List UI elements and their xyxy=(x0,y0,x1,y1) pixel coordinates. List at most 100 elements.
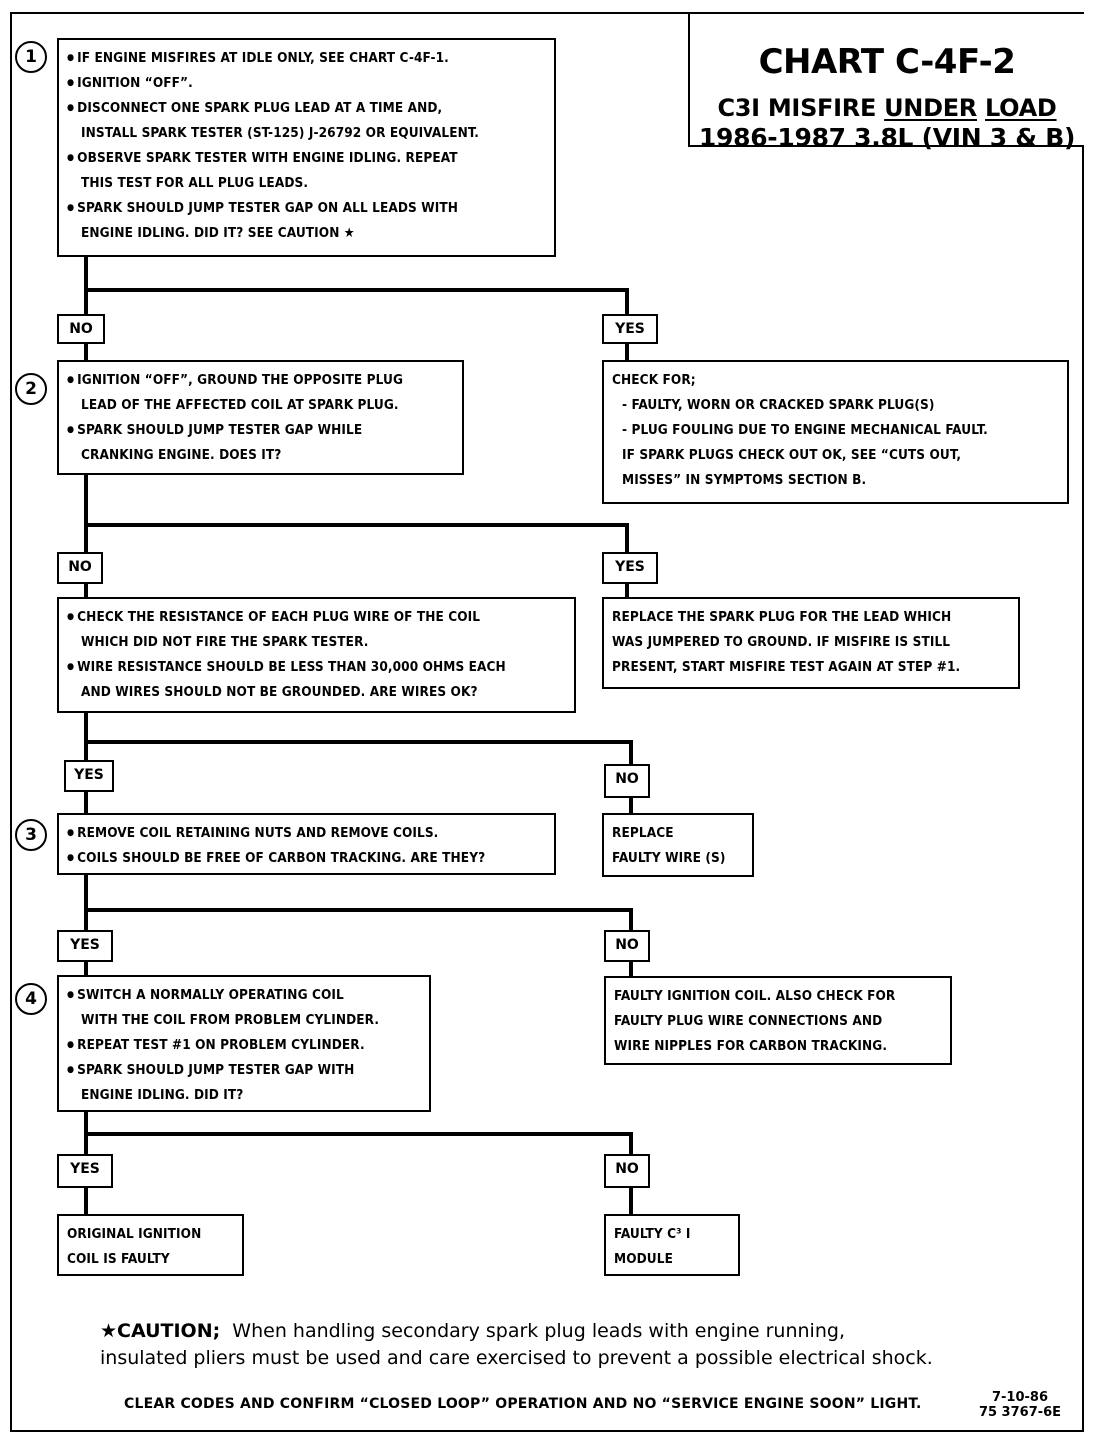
instruction-line: FAULTY WIRE (S) xyxy=(612,850,726,866)
instruction-line: PRESENT, START MISFIRE TEST AGAIN AT STE… xyxy=(612,659,961,675)
instruction-line: WITH THE COIL FROM PROBLEM CYLINDER. xyxy=(81,1012,380,1028)
connector-line xyxy=(625,523,629,552)
check-item: MISSES” IN SYMPTOMS SECTION B. xyxy=(622,472,867,488)
instruction-line: OBSERVE SPARK TESTER WITH ENGINE IDLING.… xyxy=(67,146,546,171)
connector-line xyxy=(84,1132,633,1136)
instruction-line: COILS SHOULD BE FREE OF CARBON TRACKING.… xyxy=(67,846,546,871)
answer-yes-tag: YES xyxy=(57,1154,113,1188)
answer-no-tag: NO xyxy=(604,1154,650,1188)
step-2-marker: 2 xyxy=(15,373,47,405)
instruction-line: FAULTY C³ I xyxy=(614,1226,691,1242)
connector-line xyxy=(84,1186,88,1216)
answer-yes-tag: YES xyxy=(602,552,658,584)
answer-yes-tag: YES xyxy=(57,930,113,962)
connector-line xyxy=(625,288,629,316)
step-1-instructions: IF ENGINE MISFIRES AT IDLE ONLY, SEE CHA… xyxy=(57,38,556,257)
instruction-line: COIL IS FAULTY xyxy=(67,1251,170,1267)
connector-line xyxy=(84,790,88,814)
connector-line xyxy=(625,342,629,362)
instruction-line: SWITCH A NORMALLY OPERATING COIL xyxy=(67,983,421,1008)
document-date: 7-10-86 xyxy=(991,1390,1049,1405)
instruction-line: THIS TEST FOR ALL PLUG LEADS. xyxy=(81,175,309,191)
step-4-instructions: SWITCH A NORMALLY OPERATING COIL WITH TH… xyxy=(57,975,431,1112)
instruction-line: REPEAT TEST #1 ON PROBLEM CYLINDER. xyxy=(67,1033,421,1058)
caution-note: ★CAUTION; When handling secondary spark … xyxy=(100,1318,960,1372)
instruction-line: FAULTY IGNITION COIL. ALSO CHECK FOR xyxy=(614,988,896,1004)
instruction-line: IGNITION “OFF”, GROUND THE OPPOSITE PLUG xyxy=(67,368,454,393)
subtitle-load: LOAD xyxy=(985,94,1057,122)
document-number: 75 3767-6E xyxy=(978,1405,1062,1420)
instruction-line: REPLACE THE SPARK PLUG FOR THE LEAD WHIC… xyxy=(612,609,952,625)
connector-line xyxy=(84,474,88,552)
instruction-line: WAS JUMPERED TO GROUND. IF MISFIRE IS ST… xyxy=(612,634,951,650)
page-frame xyxy=(10,12,1084,1432)
replace-spark-plug-box: REPLACE THE SPARK PLUG FOR THE LEAD WHIC… xyxy=(602,597,1020,689)
connector-line xyxy=(84,523,629,527)
connector-line xyxy=(629,1186,633,1216)
instruction-line: REMOVE COIL RETAINING NUTS AND REMOVE CO… xyxy=(67,821,546,846)
instruction-line: LEAD OF THE AFFECTED COIL AT SPARK PLUG. xyxy=(81,397,399,413)
check-for-heading: CHECK FOR; xyxy=(612,372,696,388)
subtitle-under: UNDER xyxy=(884,94,977,122)
chart-title-block: CHART C-4F-2 C3I MISFIRE UNDER LOAD 1986… xyxy=(688,14,1084,152)
instruction-line: DISCONNECT ONE SPARK PLUG LEAD AT A TIME… xyxy=(67,96,546,121)
connector-line xyxy=(84,342,88,362)
step-3-marker: 3 xyxy=(15,819,47,851)
answer-yes-tag: YES xyxy=(602,314,658,344)
instruction-line: SPARK SHOULD JUMP TESTER GAP ON ALL LEAD… xyxy=(67,196,546,221)
document-code: 7-10-86 75 3767-6E xyxy=(965,1390,1075,1420)
connector-line xyxy=(84,256,88,316)
instruction-line: SPARK SHOULD JUMP TESTER GAP WHILE xyxy=(67,418,454,443)
step-2-instructions: IGNITION “OFF”, GROUND THE OPPOSITE PLUG… xyxy=(57,360,464,475)
instruction-line: CHECK THE RESISTANCE OF EACH PLUG WIRE O… xyxy=(67,605,566,630)
chart-year-engine: 1986-1987 3.8L (VIN 3 & B) xyxy=(698,123,1076,152)
step-4-marker: 4 xyxy=(15,983,47,1015)
original-coil-faulty-box: ORIGINAL IGNITION COIL IS FAULTY xyxy=(57,1214,244,1276)
instruction-line: WIRE NIPPLES FOR CARBON TRACKING. xyxy=(614,1038,888,1054)
faulty-c3i-module-box: FAULTY C³ I MODULE xyxy=(604,1214,740,1276)
check-item: - FAULTY, WORN OR CRACKED SPARK PLUG(S) xyxy=(622,397,935,413)
wire-resistance-check-box: CHECK THE RESISTANCE OF EACH PLUG WIRE O… xyxy=(57,597,576,713)
chart-title: CHART C-4F-2 xyxy=(758,42,1016,82)
connector-line xyxy=(629,908,633,932)
connector-line xyxy=(625,582,629,598)
check-item: - PLUG FOULING DUE TO ENGINE MECHANICAL … xyxy=(622,422,988,438)
connector-line xyxy=(629,1132,633,1154)
connector-line xyxy=(629,960,633,978)
instruction-line: INSTALL SPARK TESTER (ST-125) J-26792 OR… xyxy=(81,125,479,141)
connector-line xyxy=(84,582,88,598)
footer-instruction: CLEAR CODES AND CONFIRM “CLOSED LOOP” OP… xyxy=(124,1396,922,1412)
answer-no-tag: NO xyxy=(604,930,650,962)
instruction-line: IF ENGINE MISFIRES AT IDLE ONLY, SEE CHA… xyxy=(67,46,546,71)
connector-line xyxy=(629,796,633,814)
answer-yes-tag: YES xyxy=(64,760,114,792)
instruction-line: AND WIRES SHOULD NOT BE GROUNDED. ARE WI… xyxy=(81,684,478,700)
answer-no-tag: NO xyxy=(57,314,105,344)
instruction-line: REPLACE xyxy=(612,825,674,841)
caution-text: insulated pliers must be used and care e… xyxy=(100,1347,933,1369)
instruction-line: ORIGINAL IGNITION xyxy=(67,1226,202,1242)
step-3-instructions: REMOVE COIL RETAINING NUTS AND REMOVE CO… xyxy=(57,813,556,875)
check-spark-plugs-box: CHECK FOR; - FAULTY, WORN OR CRACKED SPA… xyxy=(602,360,1069,504)
instruction-line: ENGINE IDLING. DID IT? xyxy=(81,1087,244,1103)
instruction-line: SPARK SHOULD JUMP TESTER GAP WITH xyxy=(67,1058,421,1083)
answer-no-tag: NO xyxy=(604,764,650,798)
step-1-marker: 1 xyxy=(15,41,47,73)
instruction-line: WHICH DID NOT FIRE THE SPARK TESTER. xyxy=(81,634,369,650)
chart-subtitle: C3I MISFIRE UNDER LOAD xyxy=(690,94,1084,122)
caution-label: ★CAUTION; xyxy=(100,1320,221,1342)
faulty-ignition-coil-box: FAULTY IGNITION COIL. ALSO CHECK FOR FAU… xyxy=(604,976,952,1065)
caution-text: When handling secondary spark plug leads… xyxy=(220,1320,845,1342)
instruction-line: FAULTY PLUG WIRE CONNECTIONS AND xyxy=(614,1013,883,1029)
replace-faulty-wire-box: REPLACE FAULTY WIRE (S) xyxy=(602,813,754,877)
instruction-line: IGNITION “OFF”. xyxy=(67,71,546,96)
connector-line xyxy=(84,712,88,760)
subtitle-prefix: C3I MISFIRE xyxy=(717,94,885,122)
instruction-line: WIRE RESISTANCE SHOULD BE LESS THAN 30,0… xyxy=(67,655,566,680)
connector-line xyxy=(84,740,633,744)
connector-line xyxy=(84,908,633,912)
connector-line xyxy=(629,740,633,764)
answer-no-tag: NO xyxy=(57,552,103,584)
connector-line xyxy=(84,288,629,292)
instruction-line: MODULE xyxy=(614,1251,673,1267)
